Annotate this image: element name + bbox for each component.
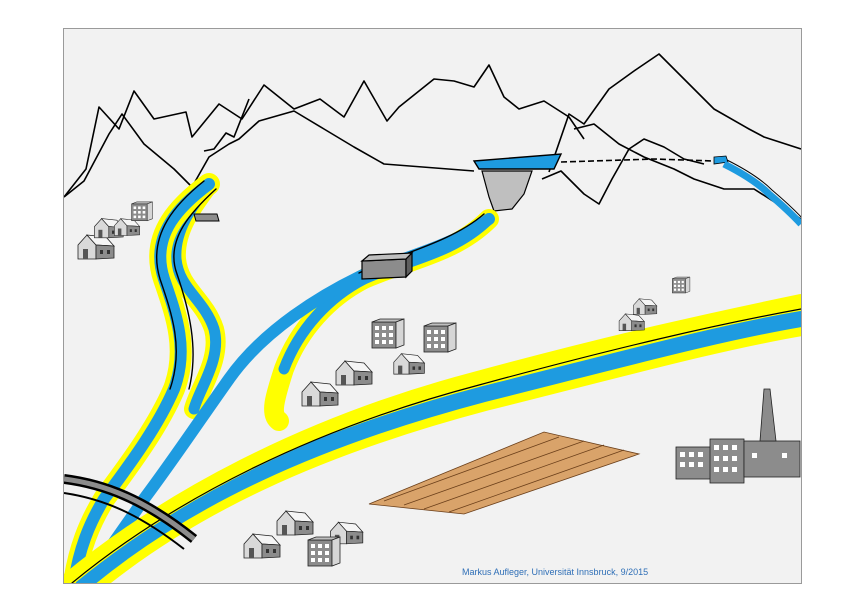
weir-left (193, 213, 220, 222)
mountain-range (64, 53, 801, 220)
author-credit: Markus Aufleger, Universität Innsbruck, … (462, 567, 649, 577)
village-upper-left (77, 201, 153, 260)
powerhouse (360, 251, 414, 280)
timber-deposit (368, 431, 641, 515)
village-lower (243, 510, 364, 567)
alpine-hydropower-scene (64, 53, 801, 583)
road-bridge (64, 474, 198, 550)
side-stream (722, 159, 801, 227)
penstock-tunnel (560, 155, 729, 165)
factory (675, 388, 801, 484)
illustration-frame: Markus Aufleger, Universität Innsbruck, … (63, 28, 802, 584)
upper-reservoir (472, 153, 563, 212)
river-left-branch (64, 173, 226, 583)
